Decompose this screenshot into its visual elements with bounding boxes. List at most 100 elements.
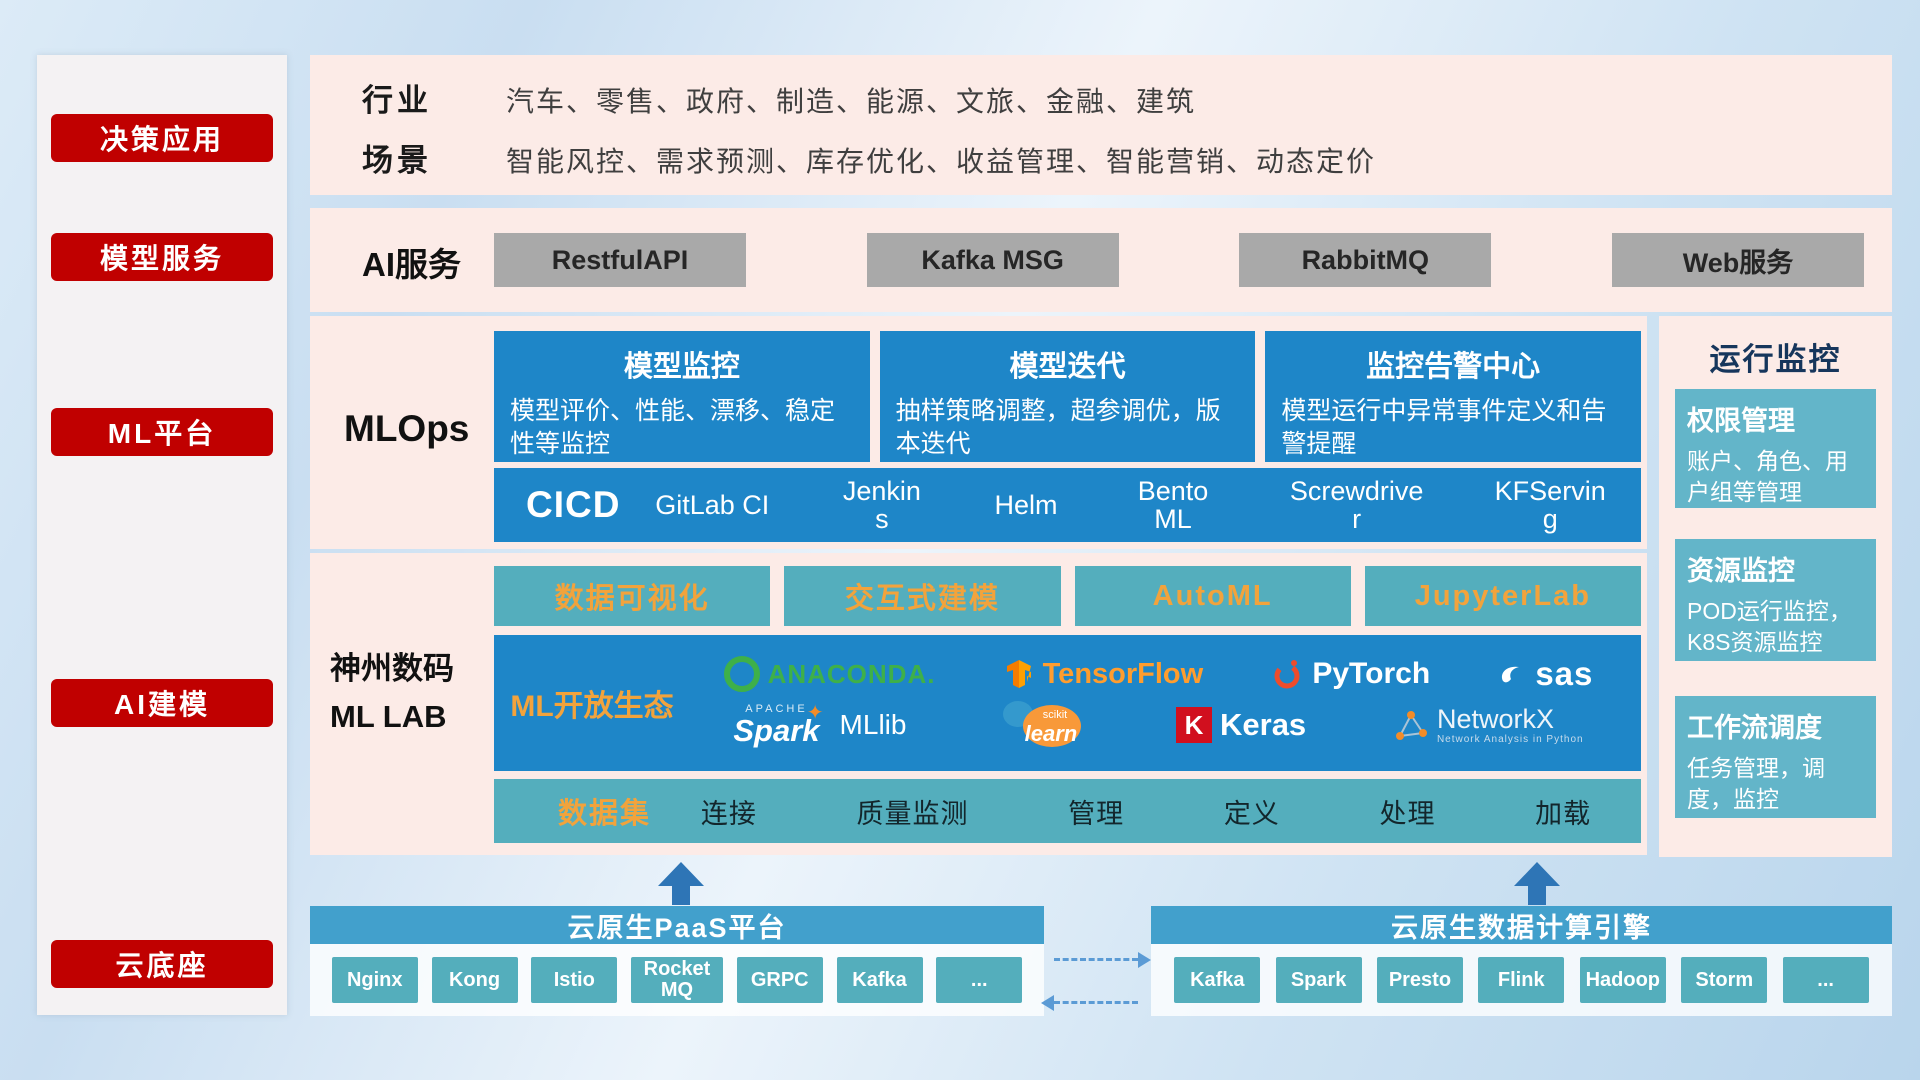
card-desc: 任务管理，调度，监控 [1687, 755, 1825, 813]
pytorch-text: PyTorch [1312, 657, 1431, 690]
engine-more: ... [1782, 957, 1869, 1003]
up-arrow-icon [1514, 862, 1560, 905]
service-kafka-msg: Kafka MSG [866, 233, 1119, 287]
layer-ai-modeling: AI建模 [51, 679, 273, 727]
scikit-orange-dot [1023, 705, 1082, 747]
ml-lab-title-line2: ML LAB [330, 699, 447, 735]
paas-platform-header: 云原生PaaS平台 [310, 906, 1044, 944]
service-restfulapi: RestfulAPI [494, 233, 746, 287]
tool-data-visualization: 数据可视化 [494, 566, 771, 626]
card-model-monitoring: 模型监控 模型评价、性能、漂移、稳定性等监控 [494, 331, 870, 462]
spark-logo: APACHE Spark✦ [733, 703, 823, 748]
scikit-learn-icon: scikit learn [993, 699, 1089, 751]
networkx-text: NetworkX [1436, 703, 1554, 734]
spark-word: Spark [733, 713, 820, 748]
card-title: 监控告警中心 [1366, 351, 1541, 383]
arrow-stem [672, 886, 690, 905]
scenario-row: 场景 智能风控、需求预测、库存优化、收益管理、智能营销、动态定价 [362, 135, 1872, 180]
ml-ecosystem-box: ML开放生态 ANACONDA. TensorFlow [494, 635, 1641, 771]
paas-platform-components: Nginx Kong Istio RocketMQ GRPC Kafka ... [310, 944, 1044, 1016]
mlops-cards: 模型监控 模型评价、性能、漂移、稳定性等监控 模型迭代 抽样策略调整，超参调优，… [494, 331, 1642, 462]
cicd-bar: CICD GitLab CI Jenkins Helm BentoML Scre… [494, 468, 1641, 542]
dataset-manage: 管理 [1068, 798, 1125, 829]
paas-kong: Kong [431, 957, 518, 1003]
lab-tools-row: 数据可视化 交互式建模 AutoML JupyterLab [494, 566, 1641, 626]
paas-istio: Istio [531, 957, 618, 1003]
dataset-bar: 数据集 连接 质量监测 管理 定义 处理 加载 [494, 779, 1641, 843]
arrow-stem [1528, 886, 1546, 905]
card-title: 资源监控 [1687, 556, 1795, 586]
networkx-icon [1395, 711, 1427, 740]
card-desc: 账户、角色、用户组等管理 [1687, 448, 1848, 506]
industry-value: 汽车、零售、政府、制造、能源、文旅、金融、建筑 [506, 86, 1197, 117]
engine-spark: Spark [1275, 957, 1362, 1003]
layer-ml-platform: ML平台 [51, 408, 273, 456]
paas-nginx: Nginx [331, 957, 418, 1003]
networkx-logo: NetworkX Network Analysis in Python [1393, 703, 1584, 746]
ml-ecosystem-label: ML开放生态 [510, 690, 674, 723]
scikit-learn-logo: scikit learn [993, 699, 1089, 751]
keras-logo: K Keras [1176, 707, 1306, 743]
tensorflow-text: TensorFlow [1042, 657, 1204, 690]
tool-jupyterlab: JupyterLab [1364, 566, 1641, 626]
industry-label: 行业 [362, 83, 432, 118]
card-resource-monitoring: 资源监控 POD运行监控，K8S资源监控 [1675, 539, 1876, 661]
cicd-screwdriver: Screwdriver [1289, 475, 1424, 534]
mllib-text: MLlib [839, 709, 907, 740]
layer-cloud-base: 云底座 [51, 940, 273, 988]
keras-icon: K [1176, 707, 1212, 743]
ai-service-label: AI服务 [362, 246, 461, 283]
logo-row-2: APACHE Spark✦ MLlib scikit learn [690, 699, 1627, 751]
runtime-monitoring-title: 运行监控 [1709, 342, 1842, 377]
engine-hadoop: Hadoop [1579, 957, 1666, 1003]
anaconda-logo: ANACONDA. [723, 656, 936, 692]
runtime-monitoring-panel: 运行监控 权限管理 账户、角色、用户组等管理 资源监控 POD运行监控，K8S资… [1659, 316, 1892, 857]
sas-icon [1502, 666, 1520, 683]
card-desc: POD运行监控，K8S资源监控 [1687, 598, 1852, 656]
data-engine-header: 云原生数据计算引擎 [1151, 906, 1892, 944]
tool-automl: AutoML [1074, 566, 1351, 626]
service-rabbitmq: RabbitMQ [1239, 233, 1492, 287]
paas-rocketmq: RocketMQ [631, 957, 723, 1003]
anaconda-text: ANACONDA. [767, 658, 936, 689]
card-title: 工作流调度 [1687, 713, 1822, 743]
dataset-load: 加载 [1535, 798, 1592, 829]
dataset-items: 连接 质量监测 管理 定义 处理 加载 [651, 792, 1641, 831]
service-web: Web服务 [1611, 233, 1864, 287]
card-workflow-scheduling: 工作流调度 任务管理，调度，监控 [1675, 696, 1876, 818]
cicd-label: CICD [526, 484, 621, 525]
engine-kafka: Kafka [1174, 957, 1261, 1003]
card-desc: 模型运行中异常事件定义和告警提醒 [1281, 397, 1607, 458]
spark-text: Spark✦ [733, 703, 823, 748]
networkx-subtitle: Network Analysis in Python [1436, 734, 1584, 746]
card-alert-center: 监控告警中心 模型运行中异常事件定义和告警提醒 [1265, 331, 1642, 462]
dashed-arrow-left-icon [1041, 995, 1138, 1011]
spark-star-icon: ✦ [806, 702, 824, 724]
sas-text: sas [1535, 655, 1594, 692]
spark-apache-text: APACHE [745, 703, 808, 715]
arrow-head [658, 862, 704, 886]
cicd-jenkins: Jenkins [842, 475, 921, 534]
ml-ecosystem-logos: ANACONDA. TensorFlow [690, 655, 1641, 751]
dataset-define: 定义 [1223, 798, 1280, 829]
ai-service-panel: AI服务 RestfulAPI Kafka MSG RabbitMQ Web服务 [310, 208, 1892, 312]
card-title: 模型迭代 [1009, 351, 1126, 383]
logo-row-1: ANACONDA. TensorFlow [690, 655, 1627, 693]
dataset-connect: 连接 [700, 798, 757, 829]
anaconda-icon [723, 656, 760, 692]
pytorch-icon [1274, 660, 1300, 689]
tensorflow-icon [1006, 660, 1031, 688]
scikit-top-text: scikit [1042, 709, 1068, 721]
engine-storm: Storm [1681, 957, 1768, 1003]
dashed-arrow-right-icon [1054, 952, 1151, 968]
tensorflow-logo: TensorFlow [1003, 657, 1204, 691]
paas-kafka: Kafka [836, 957, 923, 1003]
keras-text: Keras [1220, 707, 1307, 742]
card-model-iteration: 模型迭代 抽样策略调整，超参调优，版本迭代 [879, 331, 1256, 462]
pytorch-logo: PyTorch [1270, 657, 1430, 691]
paas-more: ... [936, 957, 1023, 1003]
card-title: 模型监控 [623, 351, 740, 383]
mlops-label: MLOps [344, 408, 470, 449]
card-title: 权限管理 [1687, 406, 1795, 436]
